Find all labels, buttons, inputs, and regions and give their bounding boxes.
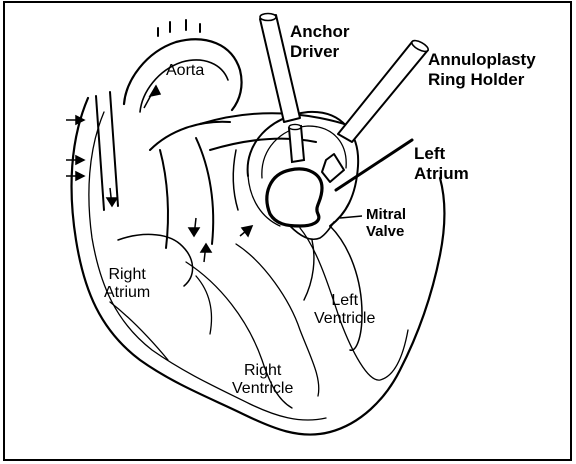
anchor-driver-label: Anchor Driver	[290, 22, 350, 61]
mitral-valve-label: Mitral Valve	[366, 206, 406, 241]
left-ventricle-label: Left Ventricle	[314, 292, 375, 329]
mitral-valve-pointer	[340, 216, 362, 218]
annuloplasty-ring-holder-label: Annuloplasty Ring Holder	[428, 50, 536, 89]
right-atrium-label: Right Atrium	[104, 266, 150, 303]
left-atrium-pointer	[336, 140, 412, 190]
aorta-label: Aorta	[166, 62, 204, 80]
mitral-valve-leaflets	[290, 222, 334, 300]
left-atrium-label: Left Atrium	[414, 144, 469, 183]
annuloplasty-ring	[267, 169, 322, 226]
right-ventricle-label: Right Ventricle	[232, 362, 293, 399]
